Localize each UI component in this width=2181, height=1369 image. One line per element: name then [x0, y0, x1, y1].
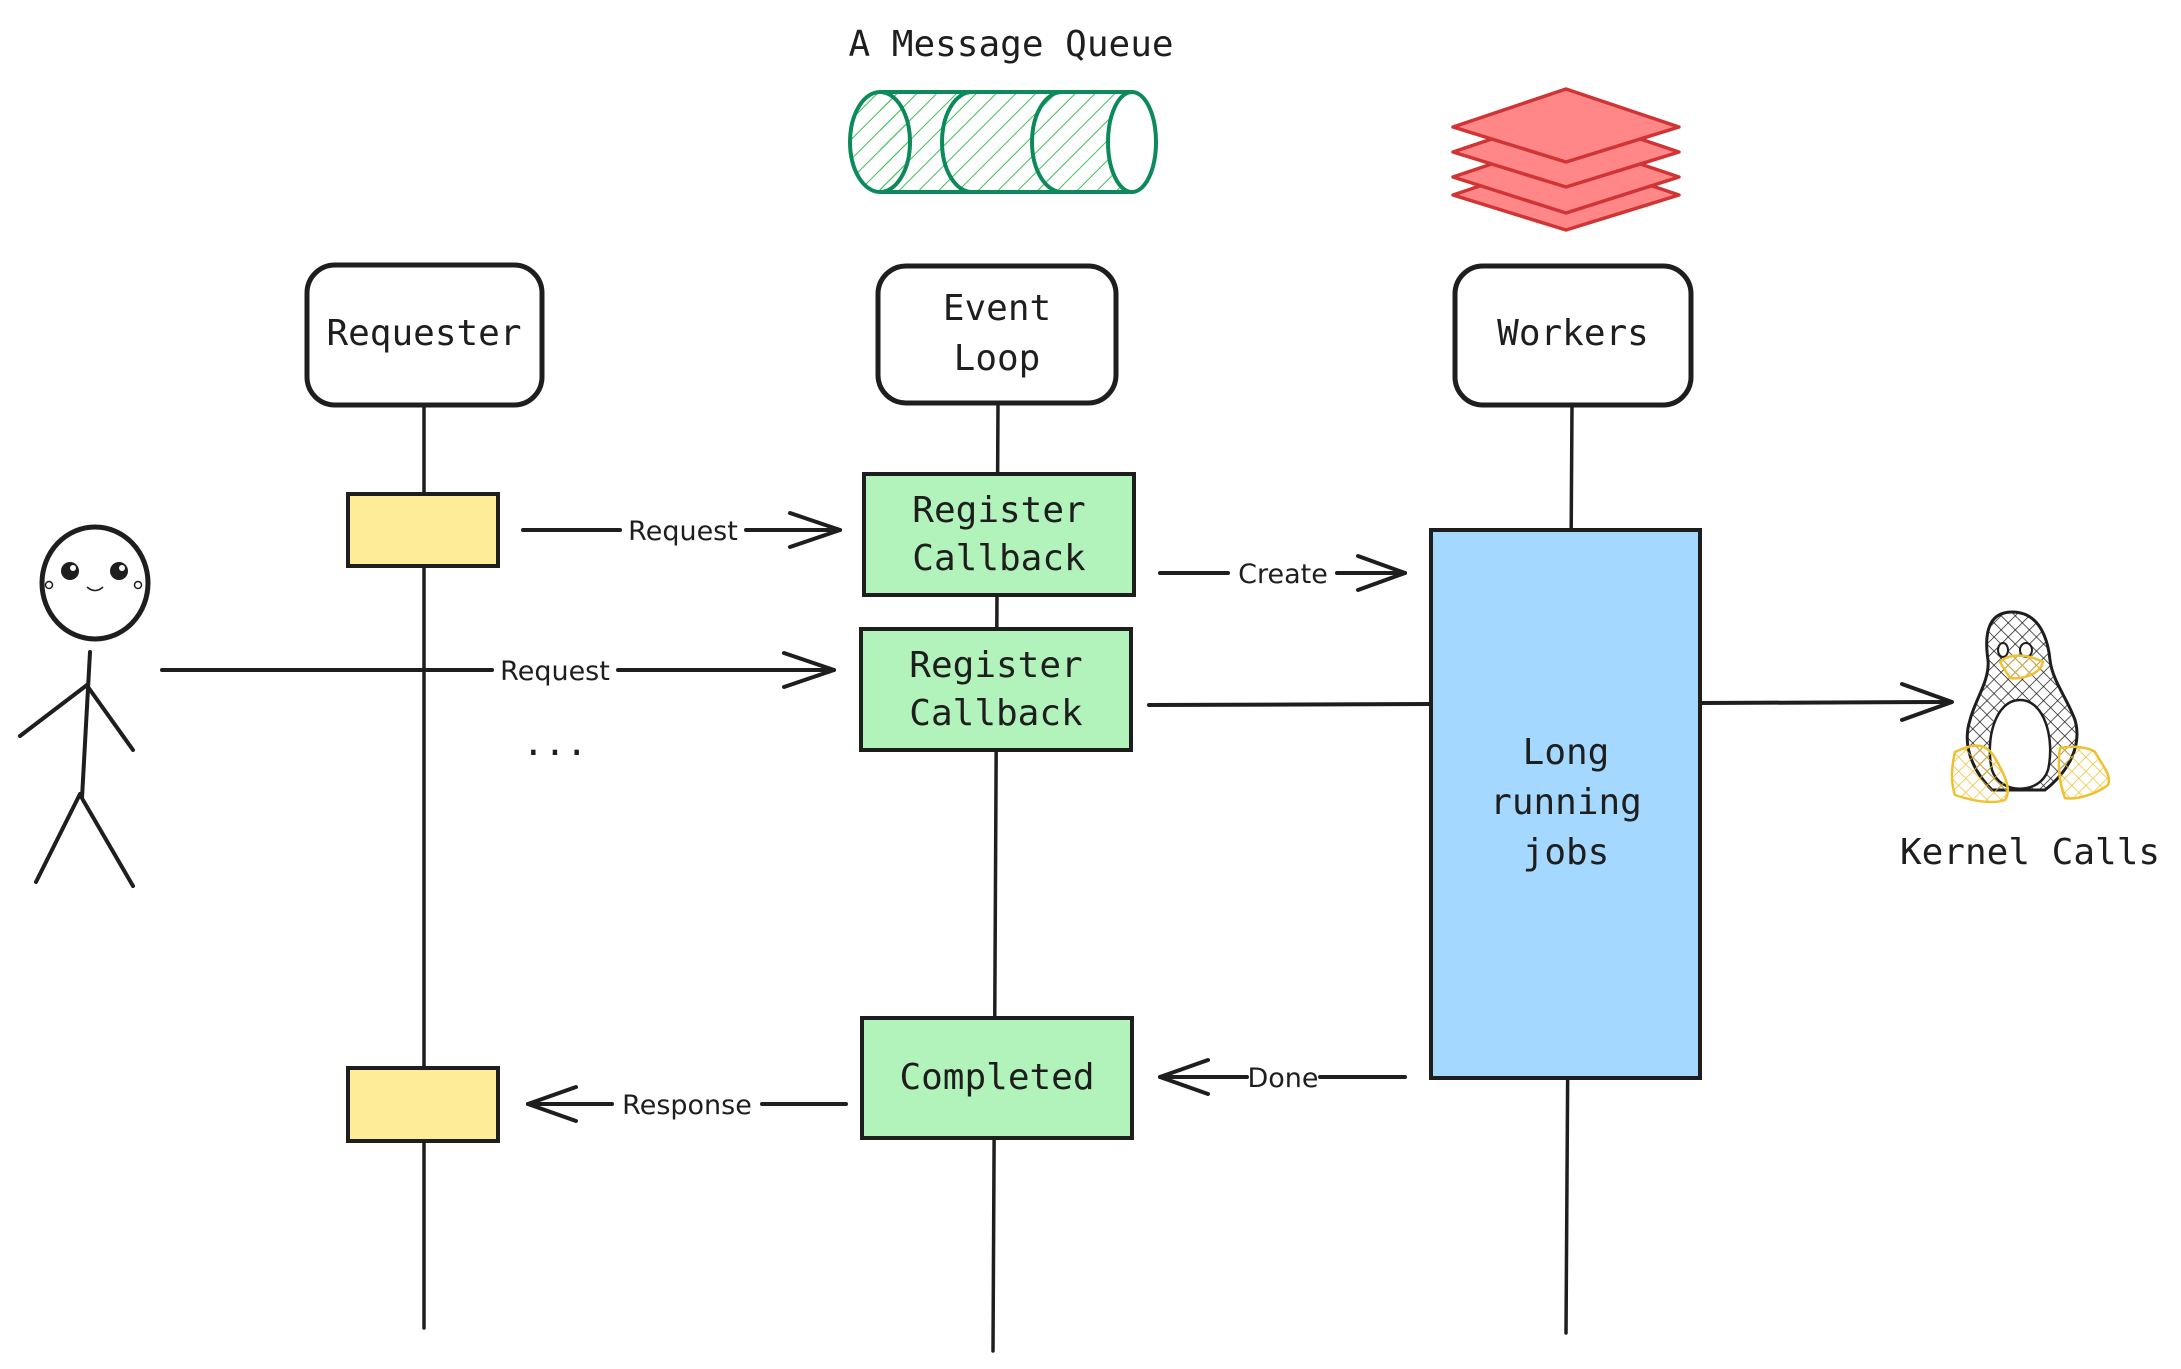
kernel-calls-label: Kernel Calls	[1900, 832, 2160, 873]
request-1-label: Request	[628, 516, 738, 547]
arrow-request-1: Request	[521, 511, 842, 549]
layers-stack-icon	[1451, 87, 1681, 232]
arrow-done: Done	[1158, 1058, 1407, 1096]
requester-activation-2	[346, 1066, 500, 1143]
register-callback-box-2[interactable]: Register Callback	[859, 627, 1133, 752]
arrow-response: Response	[526, 1085, 848, 1123]
event-loop-label-line2: Loop	[954, 338, 1041, 379]
queue-title: A Message Queue	[848, 24, 1173, 65]
requester-label: Requester	[326, 313, 521, 354]
register-callback-1-line1: Register	[912, 490, 1085, 531]
event-loop-label-line1: Event	[943, 288, 1051, 329]
stick-figure-icon	[18, 524, 151, 888]
create-label: Create	[1238, 559, 1328, 590]
long-running-jobs-box[interactable]: Long running jobs	[1429, 528, 1702, 1080]
participant-event-loop[interactable]: Event Loop	[875, 263, 1119, 406]
done-label: Done	[1247, 1063, 1318, 1094]
callback-to-workers-line	[1147, 702, 1433, 707]
register-callback-box-1[interactable]: Register Callback	[862, 472, 1136, 597]
long-running-jobs-line2: running	[1490, 782, 1642, 823]
arrow-create: Create	[1158, 554, 1407, 592]
completed-box[interactable]: Completed	[860, 1016, 1134, 1140]
register-callback-1-line2: Callback	[912, 538, 1086, 579]
register-callback-2-line2: Callback	[909, 693, 1083, 734]
ellipsis: ...	[522, 723, 587, 764]
request-2-label: Request	[500, 656, 610, 687]
response-label: Response	[622, 1090, 752, 1121]
message-queue-cylinder-icon	[848, 90, 1158, 194]
participant-requester[interactable]: Requester	[304, 262, 545, 408]
requester-activation-1	[346, 492, 500, 568]
participant-workers[interactable]: Workers	[1452, 263, 1694, 408]
linux-penguin-icon	[1950, 610, 2111, 804]
arrow-request-2: Request	[160, 651, 836, 689]
completed-label: Completed	[899, 1057, 1094, 1098]
workers-label: Workers	[1497, 313, 1649, 354]
long-running-jobs-line3: jobs	[1523, 832, 1610, 873]
long-running-jobs-line1: Long	[1523, 732, 1610, 773]
arrow-to-kernel	[1698, 682, 1954, 722]
register-callback-2-line1: Register	[909, 645, 1082, 686]
